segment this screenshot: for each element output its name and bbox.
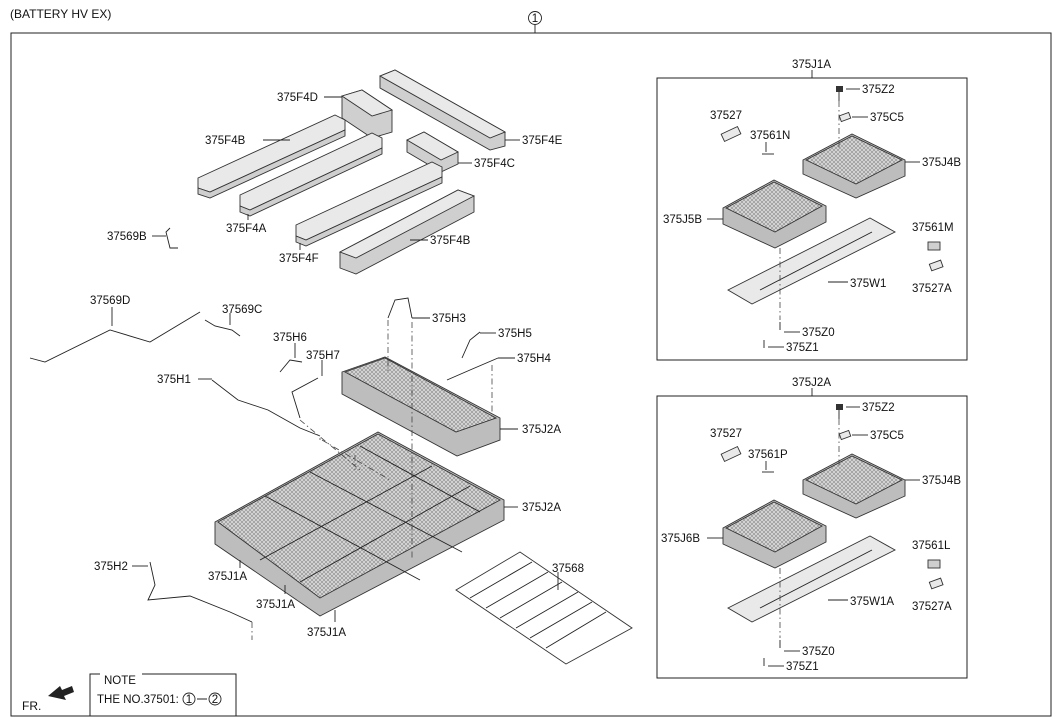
label-375F4B-top: 375F4B: [205, 135, 246, 147]
box2-label-375J4B: 375J4B: [922, 475, 961, 487]
fr-arrow-icon: [48, 686, 74, 700]
box2-label-375Z0: 375Z0: [802, 646, 835, 658]
label-37569B: 37569B: [107, 231, 147, 243]
note-heading: NOTE: [104, 675, 136, 687]
label-375H5: 375H5: [498, 328, 532, 340]
part-375F4B-bottom: [338, 189, 476, 275]
box1-bolt-375Z2: [836, 86, 843, 101]
diagram-title: (BATTERY HV EX): [10, 7, 111, 21]
label-375F4A: 375F4A: [226, 223, 267, 235]
box2-part-37561L: [927, 559, 941, 569]
part-375H3: [387, 297, 413, 319]
box2-label-375Z1: 375Z1: [786, 661, 819, 673]
box1-label-375J5B: 375J5B: [663, 214, 702, 226]
box1-label-375C5: 375C5: [870, 112, 904, 124]
label-375F4B-bottom: 375F4B: [430, 235, 471, 247]
box1-part-37527A: [928, 259, 944, 272]
box1-module-375J4B: [802, 133, 906, 199]
box2-label-37561P: 37561P: [748, 449, 788, 461]
label-375J2A-2: 375J2A: [522, 502, 561, 514]
box2-label-37527: 37527: [710, 428, 742, 440]
box1-label-375Z2: 375Z2: [862, 84, 895, 96]
part-375F4C: [406, 131, 459, 173]
box1-label-37561N: 37561N: [750, 130, 790, 142]
box1-frame: [656, 77, 968, 361]
box1-label-375J4B: 375J4B: [922, 157, 961, 169]
main-frame: [10, 32, 1052, 717]
label-37568: 37568: [552, 563, 584, 575]
label-375H6: 375H6: [273, 332, 307, 344]
box2-label-375W1A: 375W1A: [850, 596, 894, 608]
module-grid: [214, 431, 505, 617]
box2-label-375J6B: 375J6B: [661, 533, 700, 545]
box2-title: 375J2A: [792, 377, 831, 389]
note-from: 1: [186, 694, 192, 706]
label-375F4E: 375F4E: [522, 135, 563, 147]
part-375F4F: [295, 161, 443, 247]
label-375F4D: 375F4D: [277, 92, 318, 104]
box1-part-37527: [720, 125, 742, 143]
label-375J2A-1: 375J2A: [522, 424, 561, 436]
box2-module-375J6B: [722, 499, 827, 569]
part-37569C: [204, 319, 241, 337]
label-37569C: 37569C: [222, 304, 262, 316]
label-375H2: 375H2: [94, 561, 128, 573]
box2-part-37527: [720, 445, 742, 463]
ref-number: 1: [532, 13, 538, 25]
box2-label-37561L: 37561L: [912, 540, 951, 552]
fr-label: FR.: [22, 699, 41, 713]
box2-label-375Z2: 375Z2: [862, 402, 895, 414]
label-375J1A-1: 375J1A: [208, 571, 247, 583]
part-375H2: [147, 561, 253, 623]
part-375H1: [211, 379, 321, 437]
label-375H3: 375H3: [432, 313, 466, 325]
box1-title: 375J1A: [792, 59, 831, 71]
box1-label-375W1: 375W1: [850, 278, 886, 290]
label-37569D: 37569D: [90, 295, 130, 307]
box2-module-375J4B: [802, 453, 906, 519]
part-37569B: [165, 227, 178, 249]
label-375F4F: 375F4F: [279, 253, 319, 265]
box1-part-375C5: [838, 111, 852, 123]
part-375H6: [279, 359, 303, 373]
ref-number-circle: [528, 11, 542, 25]
box2-bolt-375Z2: [836, 404, 843, 419]
box1-label-37527: 37527: [710, 110, 742, 122]
box1-module-375J5B: [722, 179, 827, 249]
part-375F4A: [239, 132, 383, 217]
box1-label-375Z0: 375Z0: [802, 327, 835, 339]
part-375H5: [461, 331, 481, 359]
label-375J1A-2: 375J1A: [256, 599, 295, 611]
label-375H7: 375H7: [306, 350, 340, 362]
module-upper-pair: [341, 356, 501, 457]
note-to: 2: [212, 694, 218, 706]
box2-label-375C5: 375C5: [870, 430, 904, 442]
note-box: [89, 673, 237, 717]
part-375H7: [291, 377, 319, 419]
note-to-circle: [208, 692, 222, 706]
box1-part-375W1: [727, 217, 896, 305]
part-375F4E: [378, 69, 507, 151]
box2-label-37527A: 37527A: [912, 601, 952, 613]
box1-label-37561M: 37561M: [912, 222, 954, 234]
box2-frame: [656, 395, 968, 679]
label-375H1: 375H1: [157, 374, 191, 386]
box1-label-37527A: 37527A: [912, 283, 952, 295]
box2-part-37527A: [928, 577, 944, 590]
note-text: THE NO.37501:: [97, 694, 179, 706]
label-375J1A-3: 375J1A: [307, 627, 346, 639]
part-37569D: [29, 311, 201, 363]
label-375H4: 375H4: [517, 353, 551, 365]
note-from-circle: [182, 692, 196, 706]
part-375F4D: [340, 89, 394, 139]
label-375F4C: 375F4C: [474, 158, 515, 170]
part-375H4: [446, 357, 499, 381]
box2-part-375C5: [838, 429, 852, 441]
box1-label-375Z1: 375Z1: [786, 342, 819, 354]
box2-part-375W1A: [727, 535, 896, 623]
part-37568: [455, 551, 633, 665]
part-375F4B-top: [197, 114, 346, 199]
box1-part-37561M: [927, 241, 941, 251]
